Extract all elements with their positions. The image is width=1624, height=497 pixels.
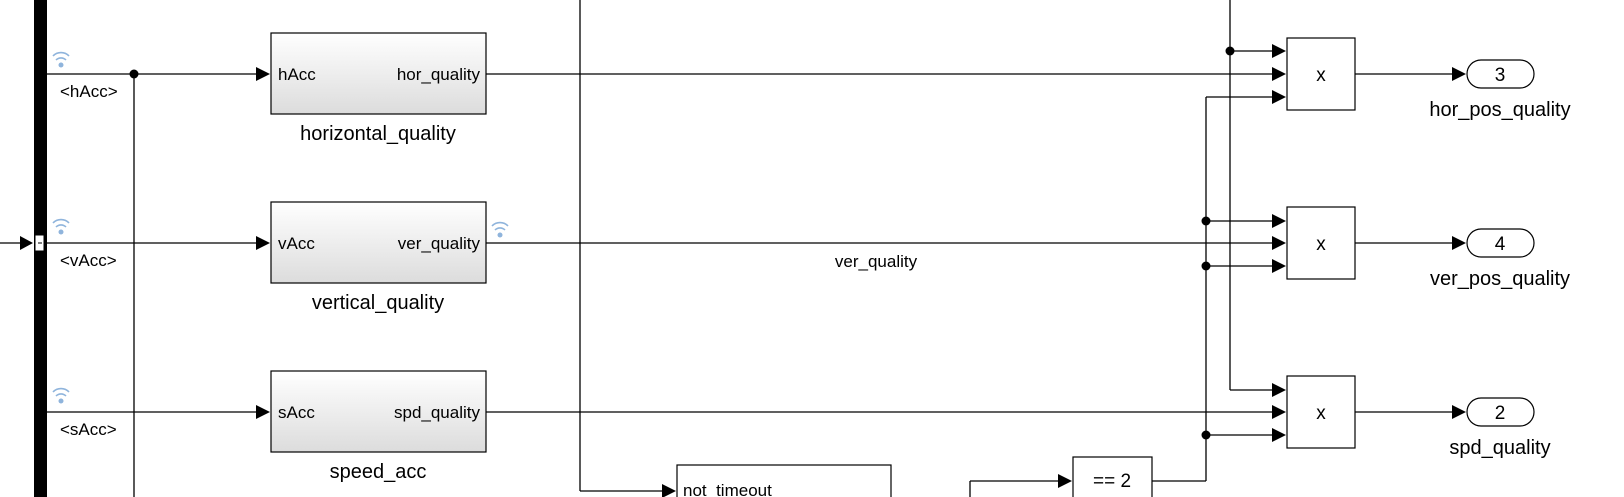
svg-text:x: x <box>1316 65 1326 86</box>
outport-name: ver_pos_quality <box>1430 268 1570 290</box>
subsystem-name: vertical_quality <box>312 292 444 314</box>
subsystem-input-port: hAcc <box>278 65 316 84</box>
product-block[interactable]: x <box>1286 375 1356 449</box>
bus-signal-label: <hAcc> <box>60 82 118 101</box>
subsystem-input-port: sAcc <box>278 403 315 422</box>
subsystem-vertical-quality[interactable]: vAcc ver_quality <box>270 201 487 284</box>
subsystem-input-port: vAcc <box>278 234 315 253</box>
timeout-block[interactable]: not_timeout <box>676 464 892 497</box>
outport-name: spd_quality <box>1449 437 1550 459</box>
subsystem-output-port: hor_quality <box>397 65 481 84</box>
outport-block[interactable]: 3 <box>1466 59 1535 89</box>
subsystem-name: speed_acc <box>330 461 427 483</box>
outport-number: 4 <box>1495 234 1506 255</box>
subsystem-name: horizontal_quality <box>300 123 456 145</box>
signal-logging-icon <box>491 221 509 238</box>
outport-block[interactable]: 2 <box>1466 397 1535 427</box>
outport-name: hor_pos_quality <box>1429 99 1570 121</box>
signal-logging-icon <box>52 387 70 404</box>
svg-text:x: x <box>1316 403 1326 424</box>
bus-input-arrow <box>20 236 33 250</box>
timeout-block-port-label: not_timeout <box>683 481 772 497</box>
svg-text:x: x <box>1316 234 1326 255</box>
bus-signal-label: <vAcc> <box>60 251 117 270</box>
compare-block-label: == 2 <box>1093 471 1131 492</box>
subsystem-output-port: spd_quality <box>394 403 481 422</box>
compare-to-constant-block[interactable]: == 2 <box>1072 456 1153 497</box>
subsystem-output-port: ver_quality <box>398 234 481 253</box>
product-block[interactable]: x <box>1286 206 1356 280</box>
signal-logging-icon <box>52 51 70 68</box>
bus-signal-label: <sAcc> <box>60 420 117 439</box>
subsystem-speed-acc[interactable]: sAcc spd_quality <box>270 370 487 453</box>
product-block[interactable]: x <box>1286 37 1356 111</box>
outport-number: 2 <box>1495 403 1506 424</box>
outport-number: 3 <box>1495 65 1506 86</box>
outport-block[interactable]: 4 <box>1466 228 1535 258</box>
signal-name-label: ver_quality <box>835 252 918 271</box>
signal-logging-icon <box>52 218 70 235</box>
subsystem-horizontal-quality[interactable]: hAcc hor_quality <box>270 32 487 115</box>
